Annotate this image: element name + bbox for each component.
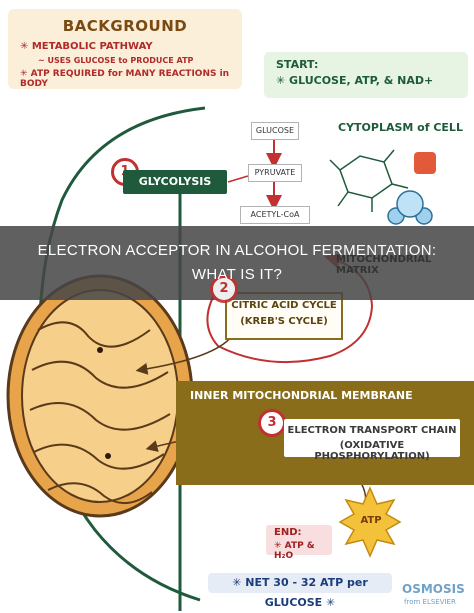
background-title: BACKGROUND [62, 17, 188, 35]
mitochondrion-icon [6, 274, 194, 518]
arrow-krebs-mito [135, 335, 233, 375]
atp-burst-icon [338, 486, 402, 558]
red-vesicle-icon [414, 152, 436, 174]
etc-title: ELECTRON TRANSPORT CHAIN [287, 425, 457, 436]
end-line: ✳ ATP & H₂O [274, 541, 315, 561]
glucose-box: GLUCOSE [251, 122, 299, 140]
start-line: ✳ GLUCOSE, ATP, & NAD+ [276, 74, 434, 87]
background-box: BACKGROUND ✳ METABOLIC PATHWAY ~ USES GL… [8, 9, 242, 89]
krebs-cycle-box: CITRIC ACID CYCLE (KREB'S CYCLE) [225, 292, 343, 340]
background-line-glucose: ~ USES GLUCOSE to PRODUCE ATP [38, 56, 194, 65]
pyruvate-box: PYRUVATE [248, 164, 302, 182]
arrow-glycolysis-pyruvate [227, 175, 249, 183]
osmosis-logo-sub: from ELSEVIER [404, 598, 456, 606]
krebs-title: CITRIC ACID CYCLE [231, 300, 337, 311]
background-line-atp: ✳ ATP REQUIRED for MANY REACTIONS in BOD… [20, 69, 230, 89]
glycolysis-box: GLYCOLYSIS [123, 170, 227, 194]
acetyl-coa-box: ACETYL-CoA [240, 206, 310, 224]
krebs-subtitle: (KREB'S CYCLE) [240, 316, 328, 327]
matrix-label: MITOCHONDRIAL MATRIX [336, 254, 432, 276]
atp-badge-label: ATP [360, 515, 382, 526]
water-molecule-icon [387, 190, 433, 225]
membrane-label: INNER MITOCHONDRIAL MEMBRANE [190, 389, 413, 402]
end-box: END: ✳ ATP & H₂O [266, 525, 332, 561]
background-line-pathway: ✳ METABOLIC PATHWAY [20, 41, 153, 52]
page-title-line1: ELECTRON ACCEPTOR IN ALCOHOL FERMENTATIO… [37, 242, 437, 259]
step-2-badge: 2 [210, 275, 238, 303]
start-title: START: [276, 58, 319, 71]
osmosis-logo: OSMOSIS [402, 582, 465, 596]
inner-membrane-band: INNER MITOCHONDRIAL MEMBRANE 3 ELECTRON … [176, 381, 474, 485]
glucose-molecule-icon [329, 149, 409, 212]
step-3-badge: 3 [258, 409, 286, 437]
end-title: END: [274, 527, 302, 538]
cytoplasm-label: CYTOPLASM of CELL [338, 121, 463, 134]
net-atp-box: ✳ NET 30 - 32 ATP per GLUCOSE ✳ [208, 573, 392, 609]
page-title-line2: WHAT IS IT? [191, 266, 283, 283]
etc-box: ELECTRON TRANSPORT CHAIN (OXIDATIVE PHOS… [284, 419, 460, 462]
etc-subtitle: (OXIDATIVE PHOSPHORYLATION) [314, 440, 430, 462]
start-box: START: ✳ GLUCOSE, ATP, & NAD+ [264, 52, 468, 98]
